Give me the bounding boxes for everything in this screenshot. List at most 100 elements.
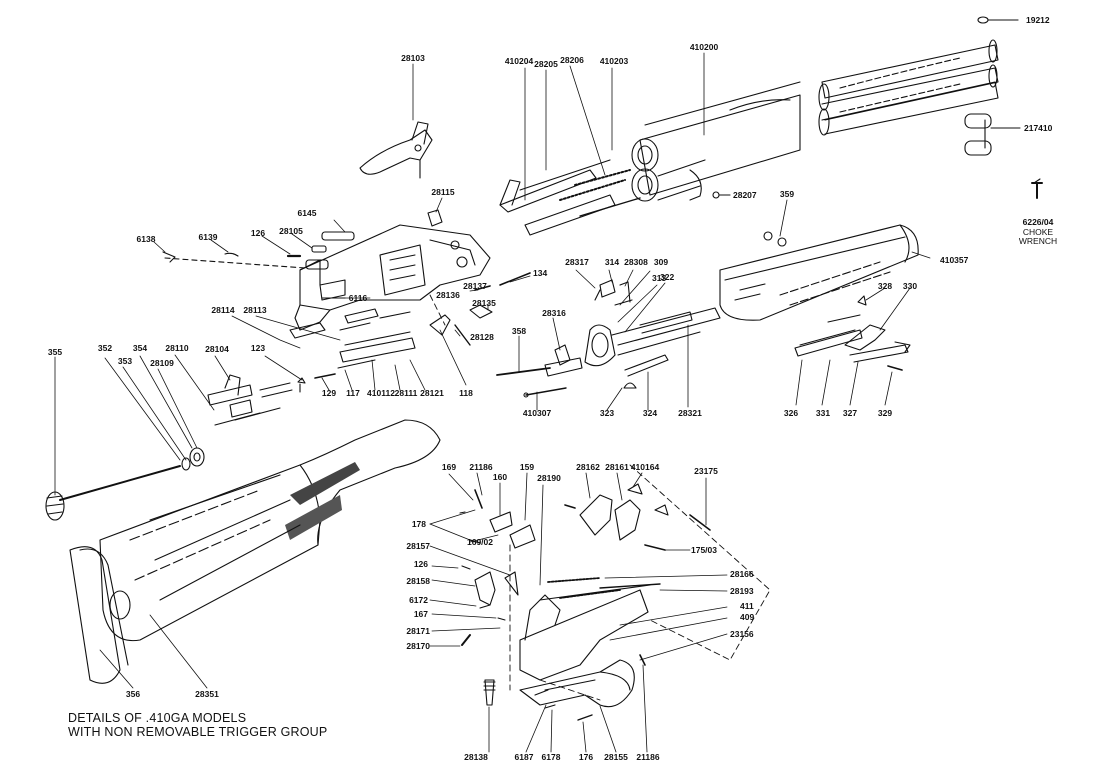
part-label-p175_03: 175/03 (691, 545, 717, 555)
part-label-p169_02: 169/02 (467, 537, 493, 547)
choke-wrench-name: CHOKE WRENCH (1018, 226, 1058, 246)
part-label-p6138: 6138 (137, 234, 156, 244)
part-label-p28110: 28110 (165, 343, 188, 353)
part-label-p28308: 28308 (624, 257, 648, 267)
part-label-p28114: 28114 (211, 305, 234, 315)
part-label-p118: 118 (459, 388, 473, 398)
part-label-p6178: 6178 (542, 752, 561, 762)
trigger-small-parts (459, 489, 536, 549)
part-label-p28166: 28166 (730, 569, 754, 579)
stock (69, 419, 441, 684)
note-line-1: DETAILS OF .410GA MODELS (68, 711, 247, 725)
part-label-p129: 129 (322, 388, 336, 398)
part-label-p410307: 410307 (523, 408, 552, 418)
assembly-lines (429, 294, 771, 701)
part-label-p117: 117 (346, 388, 360, 398)
part-label-p355: 355 (48, 347, 62, 357)
hammers-sears (564, 483, 711, 551)
note-line-2: WITH NON REMOVABLE TRIGGER GROUP (68, 725, 328, 739)
part-label-p126a: 126 (251, 228, 265, 238)
leader-lines (54, 19, 1019, 753)
part-label-p328: 328 (878, 281, 892, 291)
part-label-p28161: 28161 (605, 462, 629, 472)
part-label-p28104: 28104 (205, 344, 229, 354)
part-label-p21186b: 21186 (636, 752, 659, 762)
part-label-p176: 176 (579, 752, 593, 762)
part-label-p28111: 28111 (395, 388, 418, 398)
part-label-p323: 323 (600, 408, 614, 418)
part-label-p324: 324 (643, 408, 657, 418)
part-label-p28121: 28121 (420, 388, 444, 398)
part-label-p28162: 28162 (576, 462, 600, 472)
part-label-p28138: 28138 (464, 752, 488, 762)
part-label-p411: 411 (740, 601, 754, 611)
part-label-p28105: 28105 (279, 226, 303, 236)
part-label-p21186a: 21186 (469, 462, 492, 472)
part-label-p6145: 6145 (298, 208, 317, 218)
part-label-p28206: 28206 (560, 55, 584, 65)
part-label-p28193: 28193 (730, 586, 754, 596)
part-label-p331: 331 (816, 408, 830, 418)
cocking-parts (207, 374, 293, 426)
top-lever (359, 121, 433, 179)
part-label-p19212: 19212 (1026, 15, 1050, 25)
part-label-p134: 134 (533, 268, 547, 278)
part-label-p217410: 217410 (1024, 123, 1053, 133)
part-label-p313: 313 (652, 273, 666, 283)
part-label-p126b: 126 (414, 559, 428, 569)
part-label-p28137: 28137 (463, 281, 487, 291)
part-label-p353: 353 (118, 356, 132, 366)
trigger-group (519, 577, 661, 721)
part-label-p356: 356 (126, 689, 140, 699)
part-label-p410357: 410357 (940, 255, 969, 265)
part-label-p329: 329 (878, 408, 892, 418)
part-label-p159: 159 (520, 462, 534, 472)
part-label-p23156: 23156 (730, 629, 754, 639)
part-label-p28316: 28316 (542, 308, 566, 318)
part-label-p28135: 28135 (472, 298, 496, 308)
part-label-p28103: 28103 (401, 53, 425, 63)
part-label-p28158: 28158 (406, 576, 430, 586)
part-label-p28170: 28170 (406, 641, 430, 651)
part-label-p28351: 28351 (195, 689, 219, 699)
part-label-p359: 359 (780, 189, 794, 199)
part-label-p410112: 410112 (367, 388, 395, 398)
part-label-p358: 358 (512, 326, 526, 336)
part-label-p169: 169 (442, 462, 456, 472)
part-label-p309: 309 (654, 257, 668, 267)
forend-latch (794, 295, 911, 371)
part-label-p409: 409 (740, 612, 754, 622)
forend-iron (584, 279, 721, 389)
part-label-p28136: 28136 (436, 290, 460, 300)
diagram-note: DETAILS OF .410GA MODELS WITH NON REMOVA… (68, 711, 327, 739)
part-label-p330: 330 (903, 281, 917, 291)
part-label-p28317: 28317 (565, 257, 589, 267)
barrel-assembly (631, 39, 999, 202)
choke-wrench-icon (1031, 178, 1043, 199)
part-label-p123: 123 (251, 343, 265, 353)
part-label-p160: 160 (493, 472, 507, 482)
part-label-p410203: 410203 (600, 56, 629, 66)
part-label-p28128: 28128 (470, 332, 494, 342)
ejector-parts (499, 159, 641, 236)
part-label-p410204: 410204 (505, 56, 534, 66)
part-label-p410164: 410164 (631, 462, 660, 472)
part-label-p28155: 28155 (604, 752, 628, 762)
part-label-p178: 178 (412, 519, 426, 529)
part-label-p6172: 6172 (409, 595, 428, 605)
choke-wrench-code: 6226/04 (1022, 217, 1054, 227)
part-label-p28109: 28109 (150, 358, 174, 368)
part-label-p354: 354 (133, 343, 147, 353)
part-label-p327: 327 (843, 408, 857, 418)
part-label-p326: 326 (784, 408, 798, 418)
part-label-p23175: 23175 (694, 466, 718, 476)
part-label-p28190: 28190 (537, 473, 561, 483)
choke-wrench-label: 6226/04 CHOKE WRENCH (1003, 217, 1073, 247)
part-label-p28157: 28157 (406, 541, 430, 551)
choke-tubes (964, 113, 1021, 156)
part-label-p28171: 28171 (406, 626, 430, 636)
part-label-p28205: 28205 (534, 59, 558, 69)
part-label-p6116: 6116 (349, 293, 368, 303)
